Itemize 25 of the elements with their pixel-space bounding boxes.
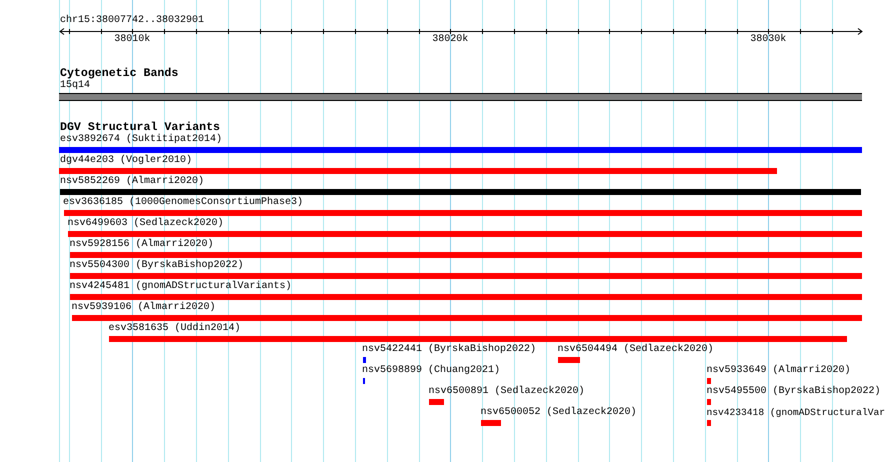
region-label: chr15:38007742..38032901 <box>60 15 204 27</box>
tick-label: 38020k <box>432 34 468 46</box>
variant-label: nsv5928156 (Almarri2020) <box>70 239 214 251</box>
variant-label: nsv4245481 (gnomADStructuralVariants) <box>70 281 292 293</box>
variant-label: esv3581635 (Uddin2014) <box>108 323 241 335</box>
tick-label: 38030k <box>750 34 786 46</box>
variant-label: nsv5939106 (Almarri2020) <box>72 302 216 314</box>
variant-label: esv3636185 (1000GenomesConsortiumPhase3) <box>63 197 304 209</box>
band-label: 15q14 <box>59 80 90 92</box>
variant-label: nsv4233418 (gnomADStructuralVar <box>706 407 885 419</box>
variant-label: nsv5504300 (ByrskaBishop2022) <box>70 260 244 272</box>
variant-label: nsv5495500 (ByrskaBishop2022) <box>706 386 881 398</box>
variant-label: esv3892674 (Suktitipat2014) <box>59 134 222 146</box>
tick-label: 38010k <box>114 34 150 46</box>
variant-label: nsv6500052 (Sedlazeck2020) <box>480 407 637 419</box>
variant-label: nsv5852269 (Almarri2020) <box>60 176 204 188</box>
variant-label: dgv44e203 (Vogler2010) <box>59 155 192 167</box>
variant-label: nsv5933649 (Almarri2020) <box>706 365 851 377</box>
variant-label: nsv6504494 (Sedlazeck2020) <box>558 344 714 356</box>
variant-label: nsv5422441 (ByrskaBishop2022) <box>362 344 536 356</box>
track-title: DGV Structural Variants <box>60 121 220 134</box>
variant-label: nsv6500891 (Sedlazeck2020) <box>428 386 585 398</box>
track-title: Cytogenetic Bands <box>60 67 178 80</box>
variant-label: nsv5698899 (Chuang2021) <box>362 365 500 377</box>
variant-label: nsv6499603 (Sedlazeck2020) <box>68 218 224 230</box>
